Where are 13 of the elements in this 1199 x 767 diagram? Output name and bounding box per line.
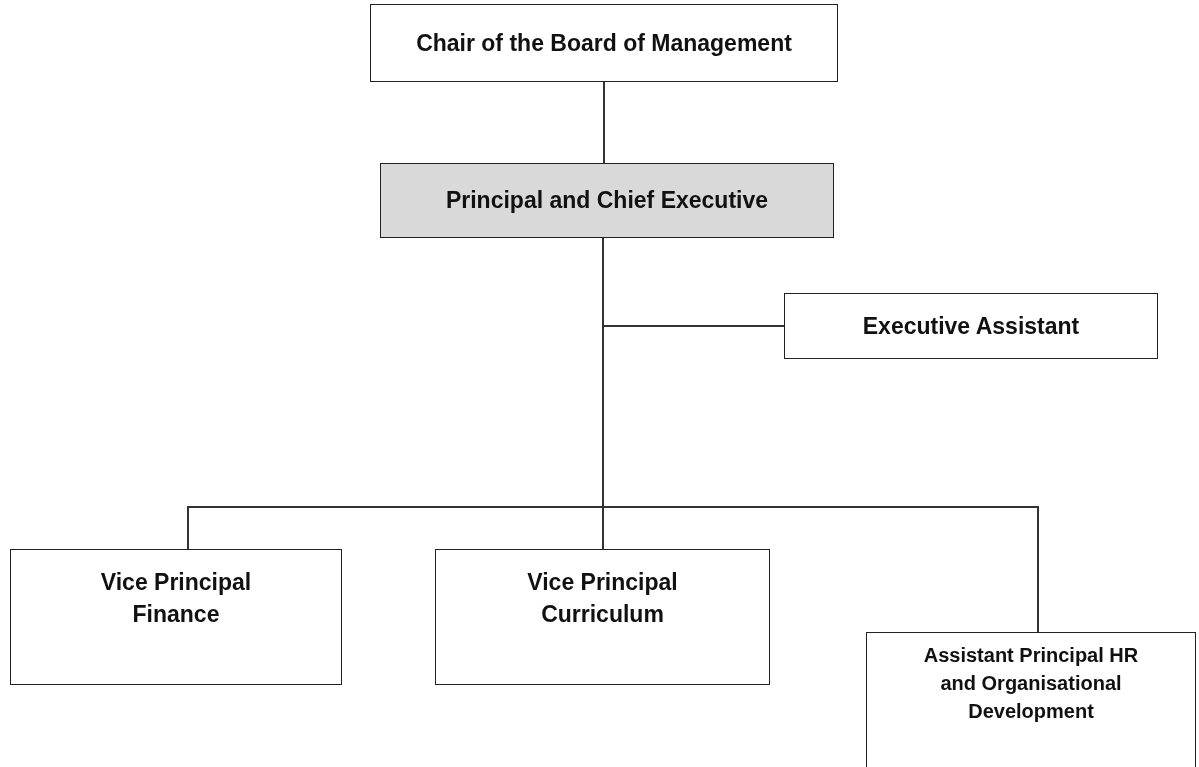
role-title: Principal and Chief Executive (445, 186, 769, 216)
role-box (10, 549, 342, 685)
connector-line (603, 81, 605, 164)
role-title: Assistant Principal HR and Organisational Development (922, 643, 1140, 724)
role-title: Chair of the Board of Management (416, 28, 792, 58)
role-box (784, 293, 1158, 359)
role-title: Vice Principal Curriculum (526, 568, 679, 630)
role-title: Executive Assistant (862, 311, 1080, 341)
role-box (370, 4, 838, 82)
role-box (380, 163, 834, 238)
role-box (435, 549, 770, 685)
role-box (866, 632, 1196, 767)
role-title: Vice Principal Finance (99, 568, 253, 630)
